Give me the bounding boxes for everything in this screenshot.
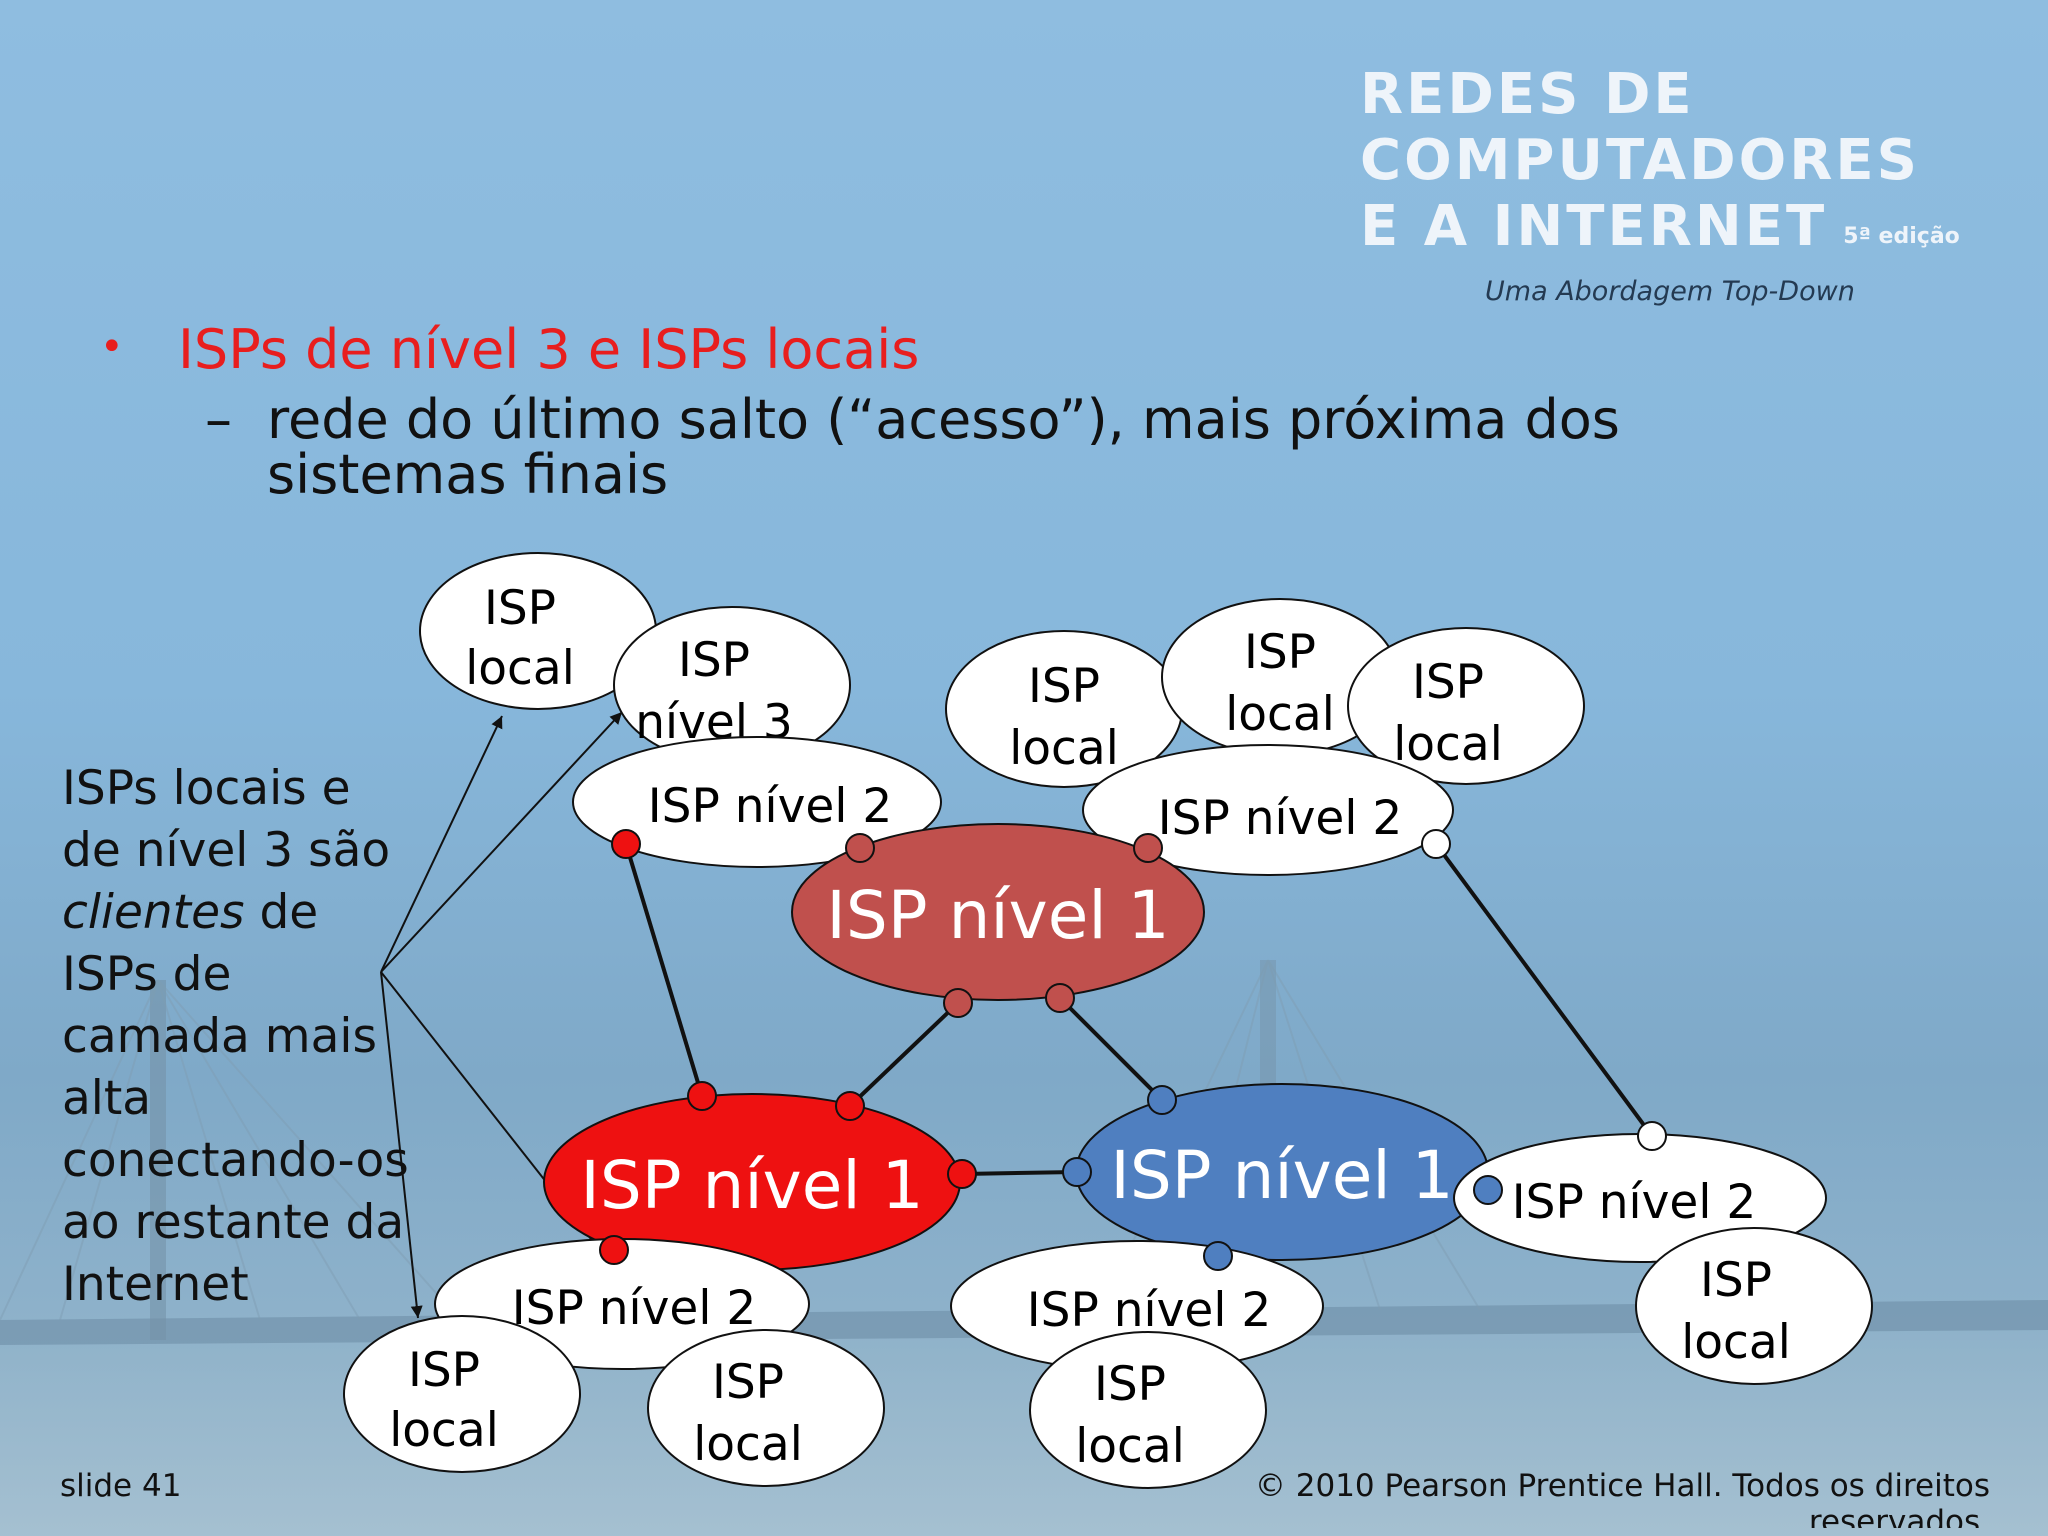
bullet-dot-icon: • (100, 324, 124, 370)
node-tier2-bottom-mid: ISP nível 2 (950, 1240, 1324, 1372)
router-dot (1473, 1175, 1503, 1205)
svg-text:local: local (693, 1417, 803, 1472)
router-dot (943, 988, 973, 1018)
bullet-heading: • ISPs de nível 3 e ISPs locais (100, 318, 919, 381)
logo-line-3-row: E A INTERNET 5ª edição (1360, 194, 1960, 270)
sub-bullet-text: rede do último salto (“acesso”), mais pr… (267, 388, 1620, 506)
link-tier1-left-tier1-right (961, 1170, 1078, 1176)
svg-text:ISP nível 1: ISP nível 1 (580, 1147, 923, 1224)
svg-text:local: local (1225, 687, 1335, 742)
router-dot (1147, 1085, 1177, 1115)
node-tier1-left: ISP nível 1 (543, 1093, 961, 1271)
node-local-right: ISP local (1635, 1227, 1873, 1385)
logo-edition: 5ª edição (1843, 224, 1960, 249)
svg-text:local: local (1075, 1419, 1185, 1474)
node-local-bottom-mid: ISP local (1029, 1331, 1267, 1489)
svg-text:ISP nível 1: ISP nível 1 (1110, 1137, 1453, 1214)
router-dot (687, 1081, 717, 1111)
svg-text:local: local (389, 1403, 499, 1458)
logo-line-1: REDES DE (1360, 62, 1695, 127)
side-note-part-2: de ISPs de camada mais alta conectando-o… (62, 885, 409, 1312)
router-dot (947, 1159, 977, 1189)
router-dot (1637, 1121, 1667, 1151)
link-tier2-tier1-left (624, 843, 704, 1097)
router-dot (1133, 833, 1163, 863)
side-note-part-1: ISPs locais e de nível 3 são (62, 761, 391, 878)
svg-text:ISP: ISP (1700, 1253, 1772, 1308)
node-local-top-right: ISP local (1347, 627, 1585, 785)
svg-text:ISP nível 2: ISP nível 2 (648, 779, 892, 834)
logo-subtitle: Uma Abordagem Top-Down (1485, 276, 1855, 307)
link-tier1-top-tier1-right (1058, 996, 1164, 1102)
svg-text:ISP: ISP (484, 581, 556, 636)
router-dot (1203, 1241, 1233, 1271)
svg-text:ISP: ISP (678, 633, 750, 688)
dash-icon: – (205, 388, 232, 451)
svg-text:ISP: ISP (1412, 655, 1484, 710)
router-dot (845, 833, 875, 863)
svg-text:local: local (1009, 721, 1119, 776)
copyright: © 2010 Pearson Prentice Hall. Todos os d… (1254, 1468, 1990, 1528)
router-dot (599, 1235, 629, 1265)
svg-text:local: local (465, 641, 575, 696)
router-dots (599, 829, 1667, 1271)
link-tier1-top-tier1-left (848, 1001, 960, 1108)
svg-text:ISP: ISP (408, 1343, 480, 1398)
svg-text:ISP: ISP (1094, 1357, 1166, 1412)
router-dot (1045, 983, 1075, 1013)
node-tier1-top: ISP nível 1 (791, 823, 1205, 1001)
node-local-bottom-left-1: ISP local (343, 1315, 581, 1473)
router-dot (1062, 1157, 1092, 1187)
node-tier2-top-right: ISP nível 2 (1082, 744, 1454, 876)
svg-text:ISP nível 2: ISP nível 2 (512, 1281, 756, 1336)
node-tier1-right: ISP nível 1 (1075, 1083, 1489, 1261)
router-dot (835, 1091, 865, 1121)
node-local-top-left: ISP local (419, 552, 657, 710)
svg-text:ISP nível 2: ISP nível 2 (1158, 791, 1402, 846)
bullet-heading-text: ISPs de nível 3 e ISPs locais (178, 318, 920, 381)
side-note-emphasis: clientes (62, 885, 245, 940)
side-note: ISPs locais e de nível 3 são clientes de… (62, 758, 422, 1316)
node-local-top-mid: ISP local (945, 630, 1183, 788)
node-tier2-top-left: ISP nível 2 (572, 736, 942, 868)
svg-text:local: local (1393, 717, 1503, 772)
svg-text:ISP: ISP (712, 1355, 784, 1410)
logo-line-3: E A INTERNET (1360, 194, 1828, 259)
svg-text:ISP nível 1: ISP nível 1 (826, 877, 1169, 954)
svg-text:ISP nível 2: ISP nível 2 (1027, 1283, 1271, 1338)
router-dot (611, 829, 641, 859)
router-dot (1421, 829, 1451, 859)
links (624, 842, 1654, 1176)
svg-text:local: local (1681, 1315, 1791, 1370)
svg-text:ISP: ISP (1244, 625, 1316, 680)
slide-number: slide 41 (60, 1468, 182, 1504)
svg-text:ISP: ISP (1028, 659, 1100, 714)
svg-text:ISP nível 2: ISP nível 2 (1512, 1175, 1756, 1230)
logo-line-2: COMPUTADORES (1360, 128, 1920, 193)
node-local-bottom-left-2: ISP local (647, 1329, 885, 1487)
link-tier2-right-chain (1434, 842, 1654, 1138)
book-logo: REDES DE COMPUTADORES E A INTERNET 5ª edi… (1360, 62, 1960, 307)
